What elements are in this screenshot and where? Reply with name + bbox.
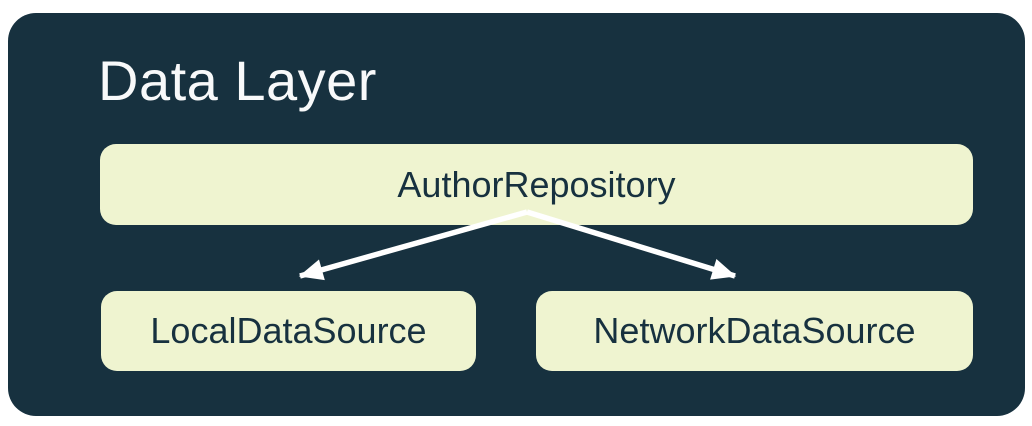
diagram-title: Data Layer xyxy=(98,49,377,112)
node-network-data-source-label: NetworkDataSource xyxy=(593,310,916,351)
data-layer-container: Data Layer AuthorRepository LocalDataSou… xyxy=(8,13,1025,416)
node-network-data-source: NetworkDataSource xyxy=(536,291,973,371)
node-author-repository-label: AuthorRepository xyxy=(397,163,676,205)
node-local-data-source: LocalDataSource xyxy=(101,291,476,371)
node-author-repository: AuthorRepository xyxy=(100,144,973,225)
node-local-data-source-label: LocalDataSource xyxy=(150,310,427,351)
